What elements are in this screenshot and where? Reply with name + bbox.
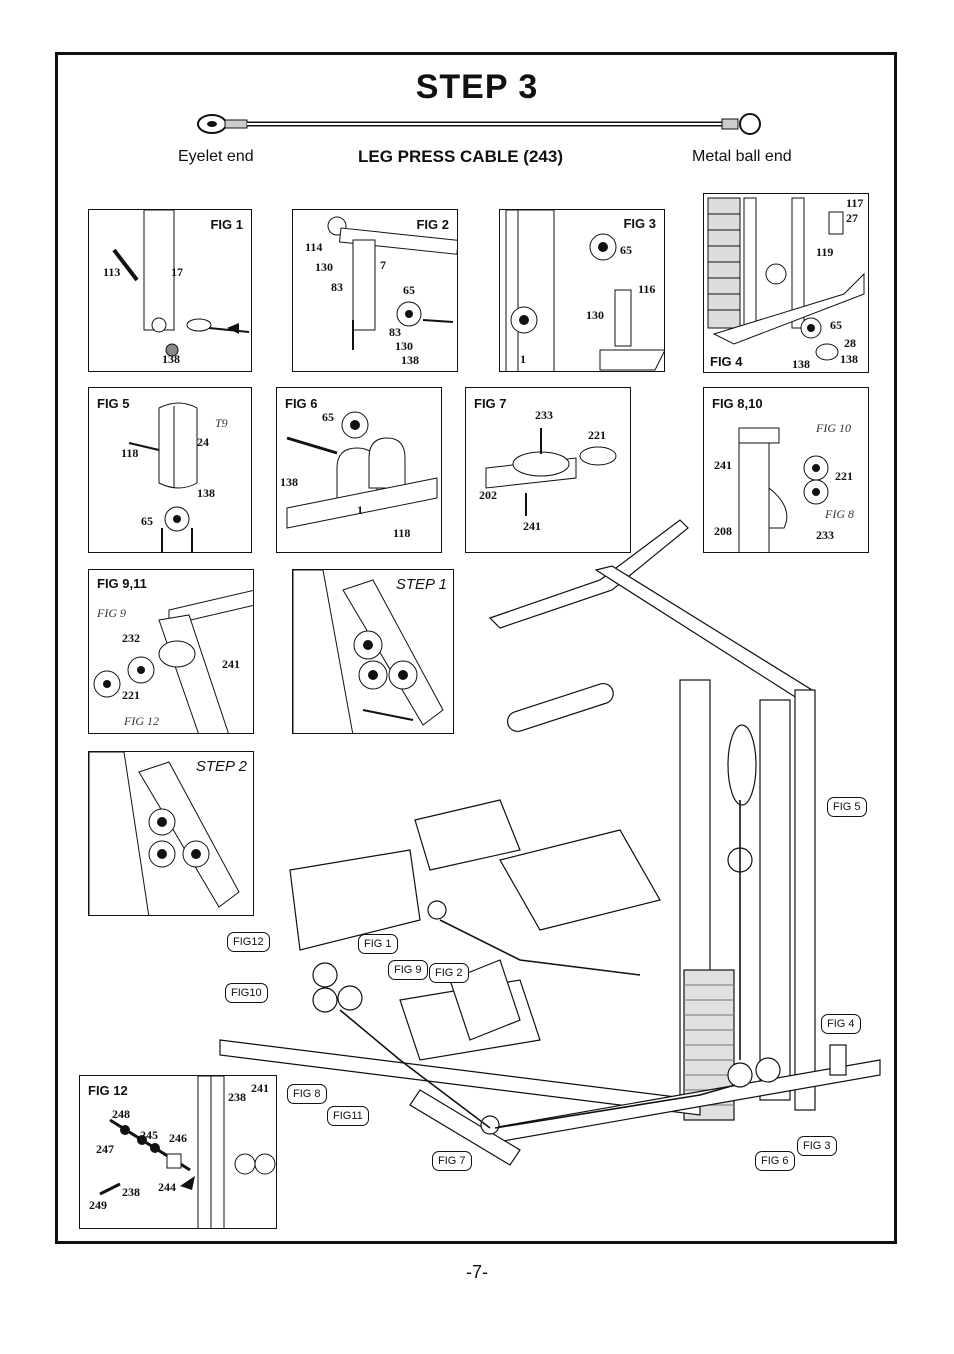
part-label: T9 [215, 416, 228, 430]
part-label: 113 [103, 265, 121, 279]
part-label: 114 [305, 240, 323, 254]
part-label: 17 [171, 265, 183, 279]
part-label: 202 [479, 488, 497, 502]
step-title: STEP 3 [415, 68, 539, 106]
part-label: 119 [816, 245, 834, 259]
part-label: 65 [620, 243, 632, 257]
part-label: 221 [588, 428, 606, 442]
fig4-title: FIG 4 [710, 354, 743, 369]
fig810-panel: FIG 8,10 FIG 10 241 221 FIG 8 208 233 [703, 387, 869, 553]
part-label: 241 [222, 657, 240, 671]
step2-title: STEP 2 [195, 758, 247, 775]
part-label: 241 [523, 519, 541, 533]
fig6-title: FIG 6 [285, 396, 318, 411]
callout-fig8: FIG 8 [287, 1084, 327, 1104]
step2-panel: STEP 2 [88, 751, 254, 916]
part-label: 83 [331, 280, 343, 294]
fig5-panel: FIG 5 T9 118 24 138 65 [88, 387, 252, 553]
part-label: 208 [714, 524, 732, 538]
part-label: 1 [357, 503, 363, 517]
fig3-title: FIG 3 [623, 216, 656, 231]
part-label: 221 [835, 469, 853, 483]
fig12-title: FIG 12 [88, 1083, 128, 1098]
step1-panel: STEP 1 [292, 569, 454, 734]
part-label: 138 [197, 486, 215, 500]
part-label: FIG 10 [816, 421, 851, 435]
part-label: 65 [141, 514, 153, 528]
part-label: 241 [714, 458, 732, 472]
fig6-panel: FIG 6 65 138 1 118 [276, 387, 442, 553]
part-label: 65 [322, 410, 334, 424]
part-label: 117 [846, 196, 864, 210]
fig4-panel: 117 27 119 65 28 138 138 FIG 4 [703, 193, 869, 373]
metal-ball-end-label: Metal ball end [692, 148, 792, 165]
part-label: 238 [122, 1185, 140, 1199]
fig3-panel: FIG 3 65 116 130 1 [499, 209, 665, 372]
fig2-title: FIG 2 [416, 217, 449, 232]
part-label: 27 [846, 211, 858, 225]
part-label: 118 [393, 526, 411, 540]
part-label: 247 [96, 1142, 114, 1156]
part-label: FIG 8 [825, 507, 854, 521]
fig7-title: FIG 7 [474, 396, 507, 411]
callout-fig12: FIG12 [227, 932, 270, 952]
part-label: 116 [638, 282, 656, 296]
part-label: 65 [830, 318, 842, 332]
callout-fig3: FIG 3 [797, 1136, 837, 1156]
fig1-title: FIG 1 [210, 217, 243, 232]
callout-fig9: FIG 9 [388, 960, 428, 980]
part-label: 249 [89, 1198, 107, 1212]
part-label: 7 [380, 258, 386, 272]
part-label: 248 [112, 1107, 130, 1121]
page-frame [55, 52, 897, 1244]
page-number: -7- [466, 1262, 488, 1282]
part-label: 83 [389, 325, 401, 339]
part-label: 138 [162, 352, 180, 366]
part-label: 221 [122, 688, 140, 702]
part-label: 138 [280, 475, 298, 489]
part-label: 238 [228, 1090, 246, 1104]
fig1-panel: FIG 1 113 17 138 [88, 209, 252, 372]
callout-fig11: FIG11 [327, 1106, 369, 1126]
part-label: 130 [586, 308, 604, 322]
fig5-title: FIG 5 [97, 396, 130, 411]
part-label: FIG 9 [97, 606, 126, 620]
part-label: 232 [122, 631, 140, 645]
fig911-title: FIG 9,11 [97, 576, 147, 591]
fig2-panel: FIG 2 114 130 7 83 65 83 130 138 [292, 209, 458, 372]
part-label: 241 [251, 1081, 269, 1095]
part-label: 130 [315, 260, 333, 274]
fig810-title: FIG 8,10 [712, 396, 763, 411]
fig12-panel: FIG 12 241 238 248 245 246 247 244 238 2… [79, 1075, 277, 1229]
part-label: 138 [401, 353, 419, 367]
part-label: 233 [816, 528, 834, 542]
part-label: 65 [403, 283, 415, 297]
part-label: 24 [197, 435, 209, 449]
eyelet-end-label: Eyelet end [178, 148, 254, 165]
part-label: 233 [535, 408, 553, 422]
part-label: 138 [792, 357, 810, 371]
step1-title: STEP 1 [395, 576, 447, 593]
part-label: FIG 12 [124, 714, 159, 728]
part-label: 118 [121, 446, 139, 460]
fig911-panel: FIG 9,11 FIG 9 232 241 221 FIG 12 [88, 569, 254, 734]
part-label: 1 [520, 352, 526, 366]
part-label: 138 [840, 352, 858, 366]
part-label: 28 [844, 336, 856, 350]
callout-fig7: FIG 7 [432, 1151, 472, 1171]
part-label: 130 [395, 339, 413, 353]
callout-fig10: FIG10 [225, 983, 268, 1003]
cable-title: LEG PRESS CABLE (243) [358, 147, 563, 166]
callout-fig4: FIG 4 [821, 1014, 861, 1034]
callout-fig2: FIG 2 [429, 963, 469, 983]
callout-fig1: FIG 1 [358, 934, 398, 954]
fig7-panel: FIG 7 233 221 202 241 [465, 387, 631, 553]
callout-fig6: FIG 6 [755, 1151, 795, 1171]
part-label: 244 [158, 1180, 176, 1194]
part-label: 245 [140, 1128, 158, 1142]
part-label: 246 [169, 1131, 187, 1145]
callout-fig5: FIG 5 [827, 797, 867, 817]
